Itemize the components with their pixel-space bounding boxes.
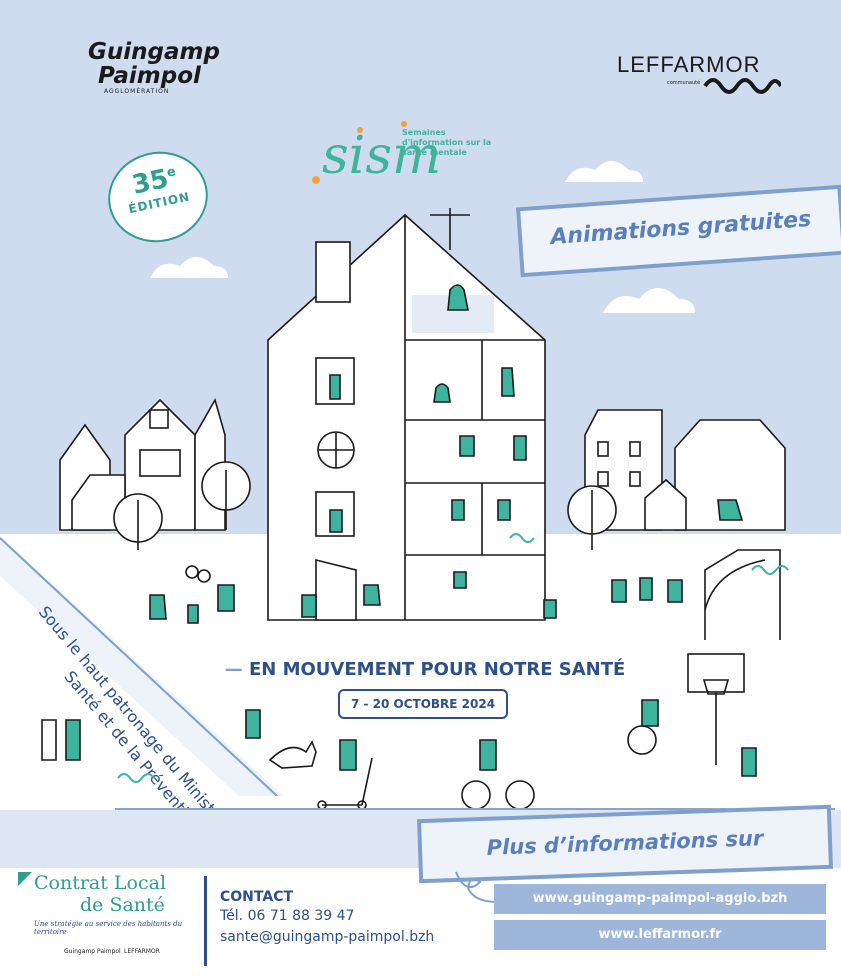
waves-icon xyxy=(703,78,781,94)
balloons-icon xyxy=(185,565,211,583)
url-agglo-link[interactable]: www.guingamp-paimpol-agglo.bzh xyxy=(494,884,826,914)
contact-heading: CONTACT xyxy=(220,889,294,905)
ground-line xyxy=(115,808,835,810)
logo-sub: AGGLOMÉRATION xyxy=(104,88,170,95)
leffarmor-text: LEFFARMOR xyxy=(617,52,761,77)
sism-word: sism xyxy=(322,126,442,186)
sism-logo: sism Semaines d'information sur la santé… xyxy=(300,118,500,198)
leffarmor-sub: communauté xyxy=(667,80,701,86)
squiggle-icon xyxy=(751,565,789,575)
mini-logo-guingamp: Guingamp Paimpol xyxy=(64,948,121,955)
dog-icon xyxy=(268,740,317,769)
clouds-layer xyxy=(150,161,695,313)
people-illustration xyxy=(149,284,744,624)
arrow-curl-icon xyxy=(455,871,499,903)
wheelchair-icon xyxy=(627,725,657,755)
contract-line2: de Santé xyxy=(80,894,165,916)
squiggle-icon xyxy=(117,773,155,783)
contact-phone[interactable]: Tél. 06 71 88 39 47 xyxy=(220,908,355,924)
logo-line2: Paimpol xyxy=(98,63,201,89)
contract-line1: Contrat Local xyxy=(34,872,167,894)
logo-line1: Guingamp xyxy=(88,39,220,65)
event-dates: 7 - 20 OCTOBRE 2024 xyxy=(338,689,508,719)
main-house-illustration xyxy=(267,208,546,621)
guingamp-paimpol-logo: Guingamp Paimpol AGGLOMÉRATION xyxy=(88,40,228,100)
basketball-hoop-icon xyxy=(687,653,745,765)
contract-tagline: Une stratégie au service des habitants d… xyxy=(34,920,183,936)
url-leffarmor-link[interactable]: www.leffarmor.fr xyxy=(494,920,826,950)
cloud-icon xyxy=(603,288,695,313)
corner-leaf-icon xyxy=(18,872,32,886)
cloud-icon xyxy=(565,161,643,182)
right-houses-illustration xyxy=(567,409,786,640)
contract-logo: Contrat Local de Santé Une stratégie au … xyxy=(18,872,198,972)
sism-dots-icon xyxy=(312,121,407,184)
edition-suffix: e xyxy=(165,164,178,181)
footer-divider xyxy=(204,876,207,966)
left-houses-illustration xyxy=(59,397,251,550)
cloud-icon xyxy=(150,257,228,278)
leffarmor-logo: LEFFARMOR communauté xyxy=(617,52,787,102)
town-illustration xyxy=(59,208,789,640)
squiggle-icon xyxy=(509,533,535,543)
bike-wheel-icon xyxy=(461,780,491,810)
contact-email[interactable]: sante@guingamp-paimpol.bzh xyxy=(220,929,435,945)
contact-block: CONTACT Tél. 06 71 88 39 47 sante@guinga… xyxy=(220,888,480,948)
mini-logo-leffarmor: LEFFARMOR xyxy=(124,948,160,955)
sism-subtitle: Semaines d'information sur la santé ment… xyxy=(402,128,492,157)
lower-people-illustration xyxy=(41,653,757,810)
patronage-band xyxy=(0,536,284,796)
